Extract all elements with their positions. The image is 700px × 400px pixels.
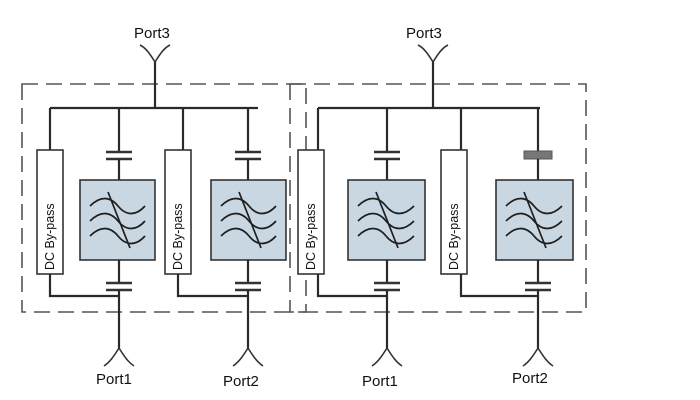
module-2-port3-icon xyxy=(417,44,449,64)
module-1-port2-icon xyxy=(232,346,264,367)
module-2-dc-bypass-left: DC By-pass xyxy=(297,149,325,275)
module-1-port1-icon xyxy=(103,346,135,367)
module-2-enclosure xyxy=(289,83,587,313)
module-2-port3-label: Port3 xyxy=(406,25,442,42)
svg-text:DC By-pass: DC By-pass xyxy=(304,203,318,270)
module-2-cap-bottom-2 xyxy=(525,281,551,292)
svg-text:DC By-pass: DC By-pass xyxy=(43,203,57,270)
module-2-cap-top-1 xyxy=(374,150,400,161)
module-2-dc-bypass-right: DC By-pass xyxy=(440,149,468,275)
module-1-dc-bypass-right: DC By-pass xyxy=(164,149,192,275)
svg-text:DC By-pass: DC By-pass xyxy=(171,203,185,270)
module-1-port3-label: Port3 xyxy=(134,25,170,42)
module-1-cap-top-2 xyxy=(235,150,261,161)
module-1-cap-bottom-2 xyxy=(235,281,261,292)
module-2-filter-1 xyxy=(347,179,426,261)
module-1: Port3 DC By-pass DC By-pass xyxy=(21,25,307,390)
module-2-blocked-cap xyxy=(523,150,553,160)
module-1-filter-1 xyxy=(79,179,156,261)
module-1-port1-label: Port1 xyxy=(96,371,132,388)
module-2-port1-icon xyxy=(371,346,403,367)
module-1-port2-label: Port2 xyxy=(223,373,259,390)
module-1-cap-bottom-1 xyxy=(106,281,132,292)
module-1-port3-icon xyxy=(139,44,171,64)
module-1-cap-top-1 xyxy=(106,150,132,161)
module-2-port1-label: Port1 xyxy=(362,373,398,390)
module-2: Port3 DC By-pass DC By-pass xyxy=(289,25,587,390)
module-2-port2-label: Port2 xyxy=(512,370,548,387)
module-1-dc-bypass-left: DC By-pass xyxy=(36,149,64,275)
module-2-filter-2 xyxy=(495,179,574,261)
svg-text:DC By-pass: DC By-pass xyxy=(447,203,461,270)
module-2-port2-icon xyxy=(522,346,554,367)
module-1-filter-2 xyxy=(210,179,287,261)
module-2-cap-bottom-1 xyxy=(374,281,400,292)
